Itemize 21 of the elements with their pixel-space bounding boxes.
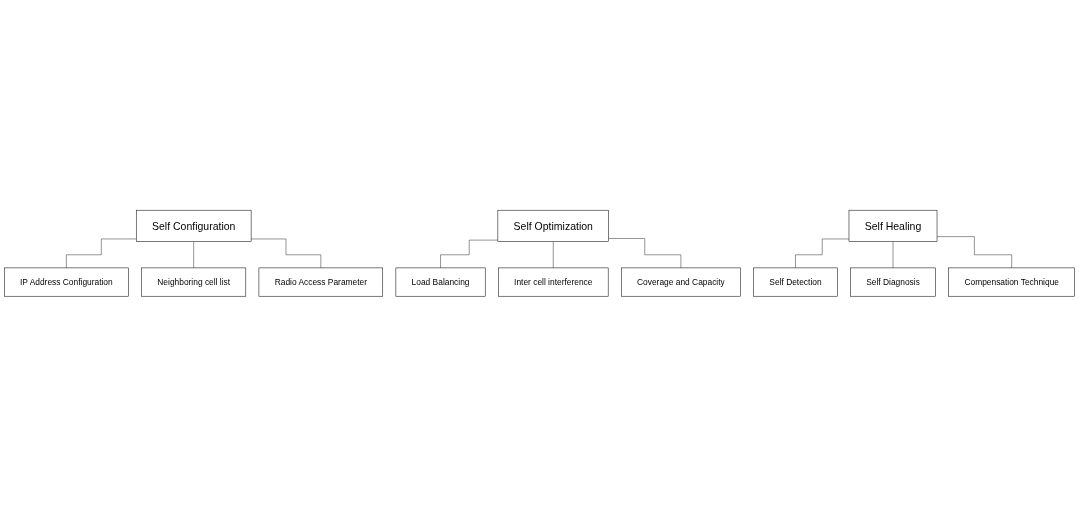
node-box: Inter cell interference — [498, 267, 609, 297]
connector — [936, 236, 1012, 268]
node-box: Self Detection — [753, 267, 838, 297]
node-box: Coverage and Capacity — [621, 267, 741, 297]
node-box: IP Address Configuration — [4, 267, 129, 297]
node-box: Radio Access Parameter — [258, 267, 383, 297]
node-box: Load Balancing — [395, 267, 486, 297]
node-box: Self Healing — [848, 209, 938, 242]
connector — [440, 239, 499, 268]
connector — [608, 237, 682, 268]
connector — [250, 238, 322, 268]
connector — [892, 241, 894, 268]
connector — [193, 241, 194, 268]
node-box: Self Optimization — [497, 209, 609, 242]
node-box: Neighboring cell list — [141, 267, 247, 297]
connector — [66, 238, 137, 268]
node-box: Self Configuration — [136, 209, 252, 242]
node-box: Self Diagnosis — [850, 267, 936, 297]
connector — [795, 238, 850, 268]
connector — [553, 241, 554, 268]
node-box: Compensation Technique — [948, 267, 1075, 297]
